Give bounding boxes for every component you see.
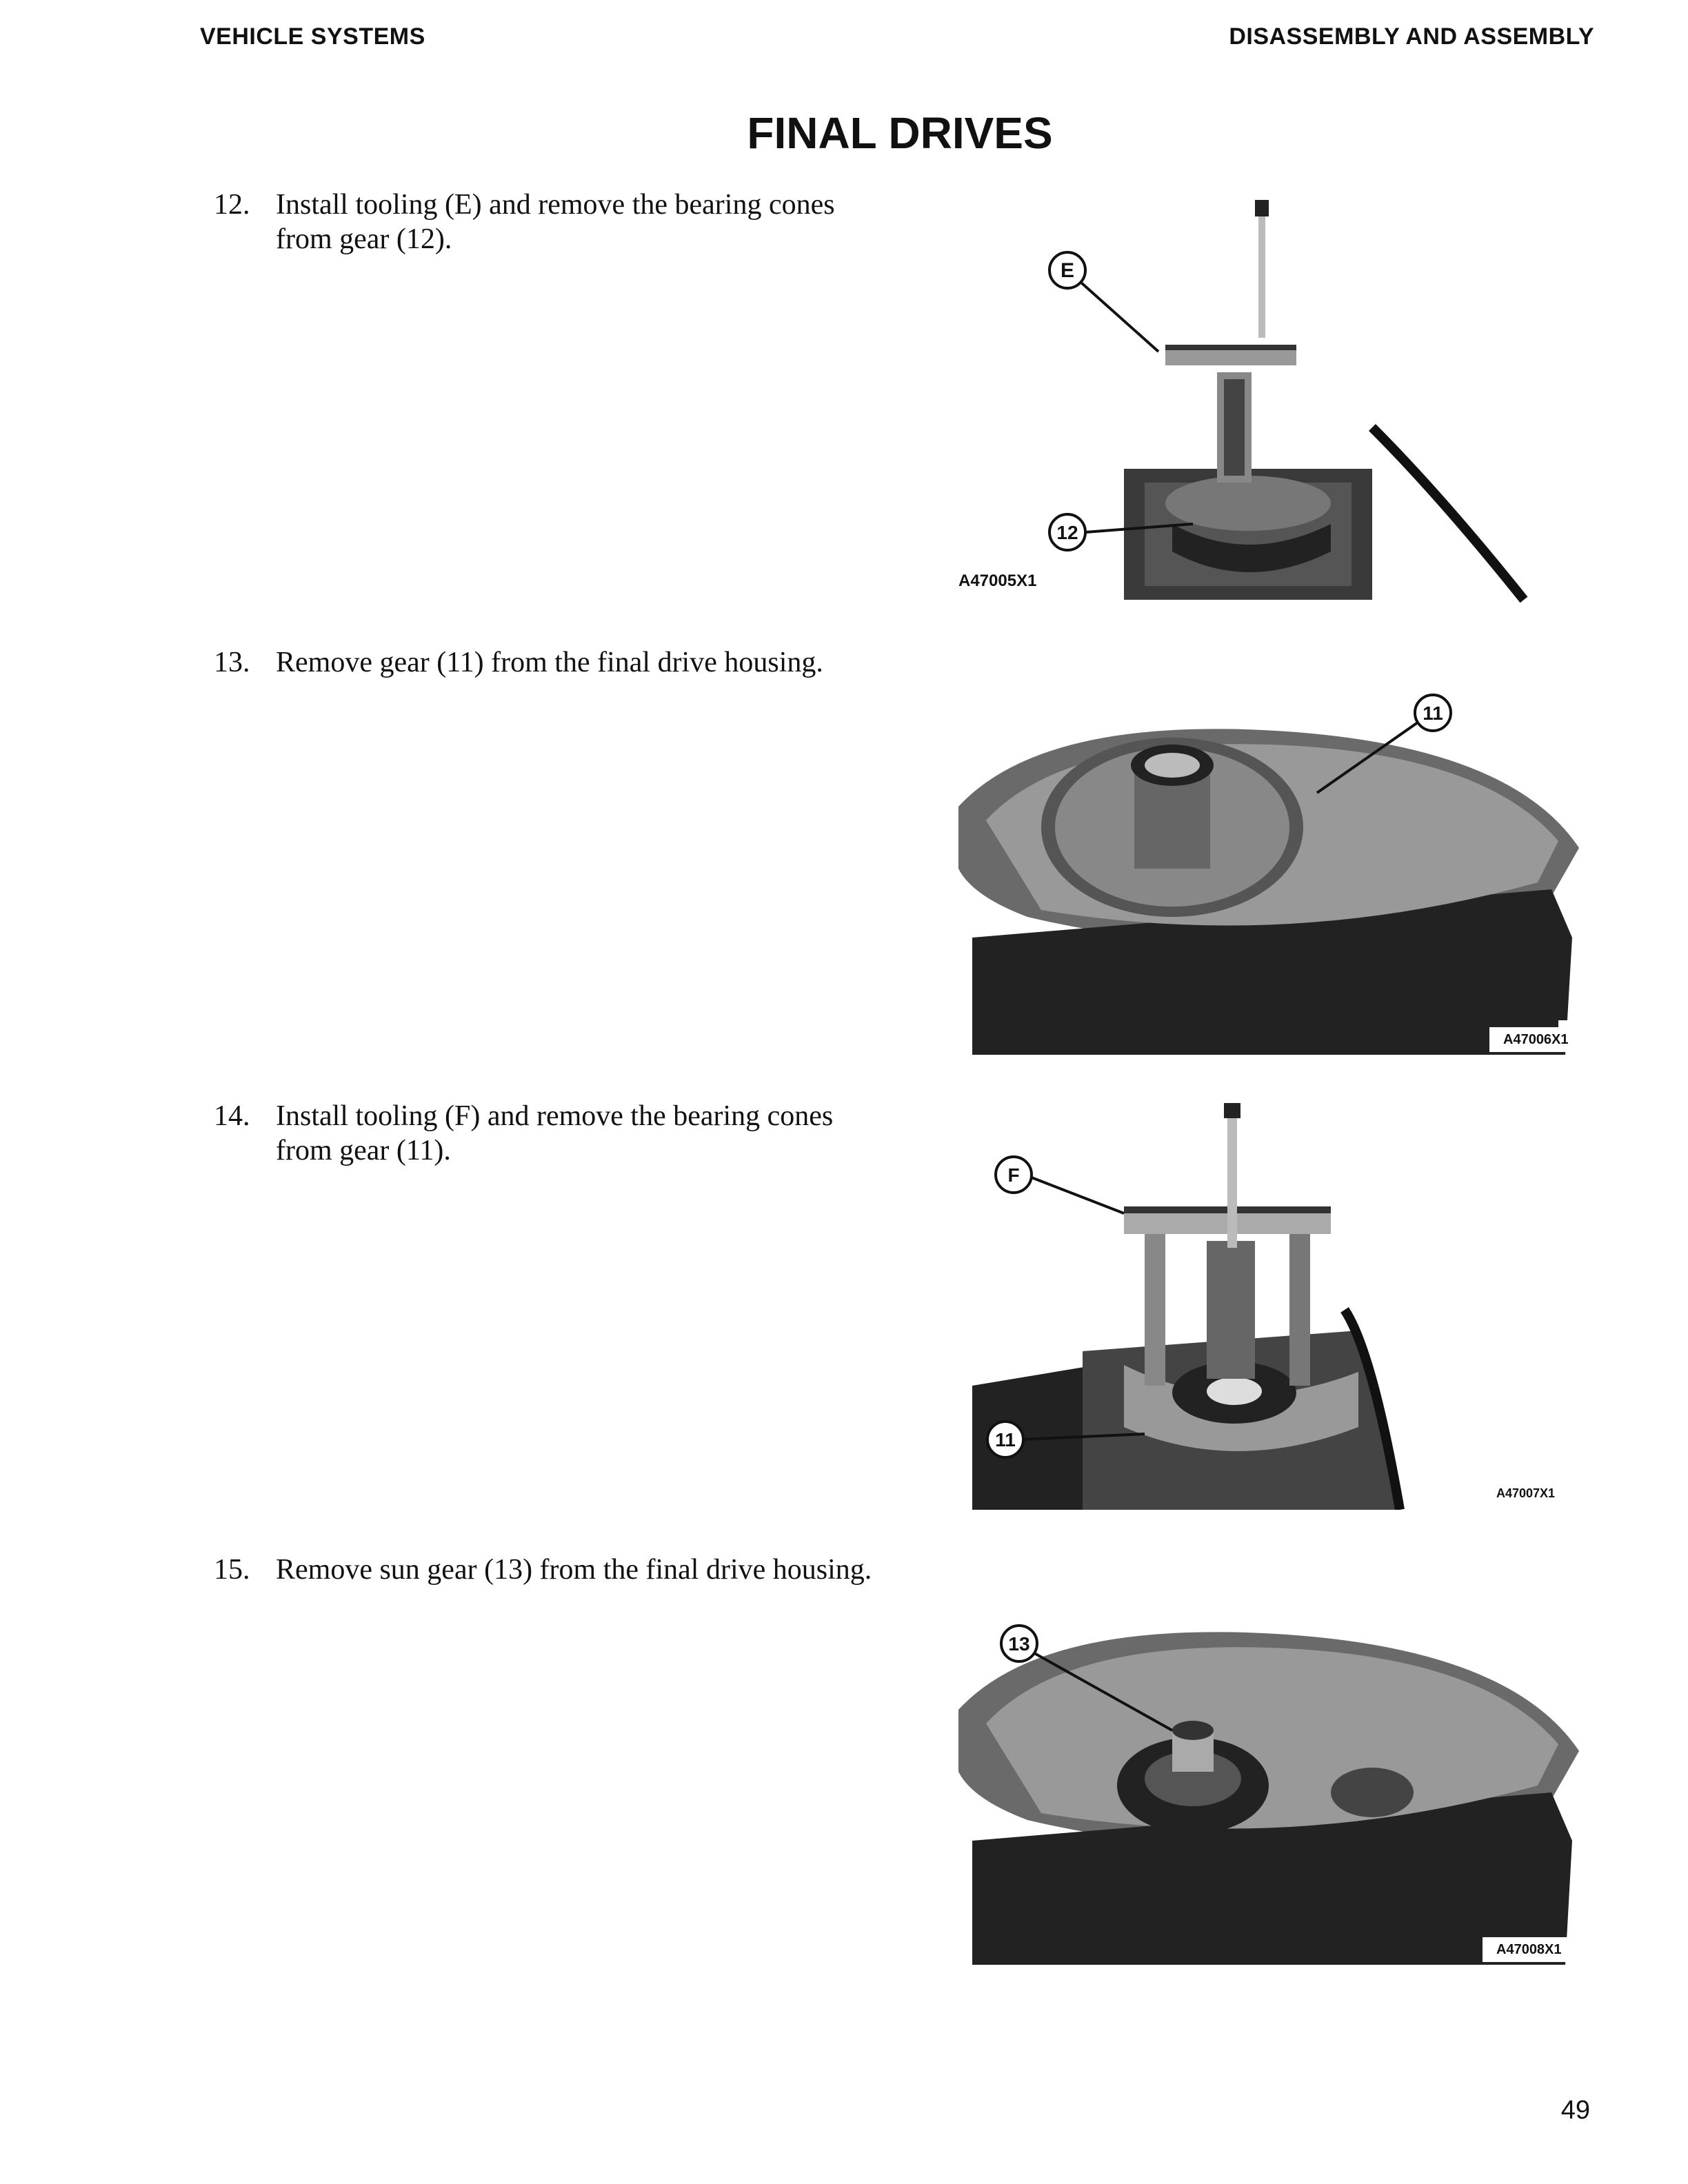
step-14: 14. Install tooling (F) and remove the b… bbox=[214, 1099, 876, 1168]
step-number: 12. bbox=[214, 189, 250, 221]
callout-leader bbox=[1023, 1433, 1145, 1441]
figure-code: A47005X1 bbox=[958, 572, 1036, 590]
figure-gear-11-housing-photo: A47006X1 11 bbox=[945, 689, 1593, 1062]
header-section-title: VEHICLE SYSTEMS bbox=[200, 23, 425, 50]
callout-label: 13 bbox=[1008, 1633, 1029, 1655]
callout-leader bbox=[1080, 281, 1160, 353]
step-number: 15. bbox=[214, 1554, 250, 1586]
step-text: Remove gear (11) from the final drive ho… bbox=[276, 647, 823, 678]
callout-circle bbox=[1048, 251, 1087, 290]
callout-circle bbox=[1000, 1624, 1038, 1663]
callout-leader bbox=[1034, 1652, 1173, 1732]
figure-tooling-e-photo: A47005X1 E 12 bbox=[945, 193, 1538, 607]
step-number: 14. bbox=[214, 1100, 250, 1132]
step-12: 12. Install tooling (E) and remove the b… bbox=[214, 188, 876, 256]
callout-label: E bbox=[1061, 259, 1074, 282]
callout-label: 12 bbox=[1056, 522, 1078, 543]
step-text: Remove sun gear (13) from the final driv… bbox=[276, 1554, 872, 1586]
step-number: 13. bbox=[214, 647, 250, 678]
figure-code: A47006X1 bbox=[1503, 1032, 1569, 1047]
callout-leader bbox=[1031, 1176, 1125, 1215]
page-title: FINAL DRIVES bbox=[747, 108, 1053, 158]
callout-leader bbox=[1085, 523, 1194, 534]
step-15: 15. Remove sun gear (13) from the final … bbox=[214, 1553, 876, 1587]
figure-code: A47008X1 bbox=[1496, 1942, 1562, 1957]
callout-leader bbox=[1316, 721, 1419, 794]
figure-sun-gear-13-photo: A47008X1 13 bbox=[945, 1606, 1593, 1972]
figure-code: A47007X1 bbox=[1496, 1486, 1555, 1500]
page-number: 49 bbox=[1560, 2096, 1590, 2125]
callout-label: F bbox=[1007, 1164, 1019, 1186]
step-text: Install tooling (F) and remove the beari… bbox=[276, 1100, 834, 1166]
step-13: 13. Remove gear (11) from the final driv… bbox=[214, 645, 876, 680]
header-chapter-title: DISASSEMBLY AND ASSEMBLY bbox=[1229, 23, 1594, 50]
callout-label: 11 bbox=[995, 1429, 1016, 1450]
callout-label: 11 bbox=[1423, 702, 1443, 724]
callout-circle bbox=[994, 1155, 1033, 1194]
callout-circle bbox=[1414, 694, 1452, 732]
step-text: Install tooling (E) and remove the beari… bbox=[276, 189, 835, 255]
figure-tooling-f-photo: A47007X1 F 11 bbox=[945, 1103, 1593, 1510]
